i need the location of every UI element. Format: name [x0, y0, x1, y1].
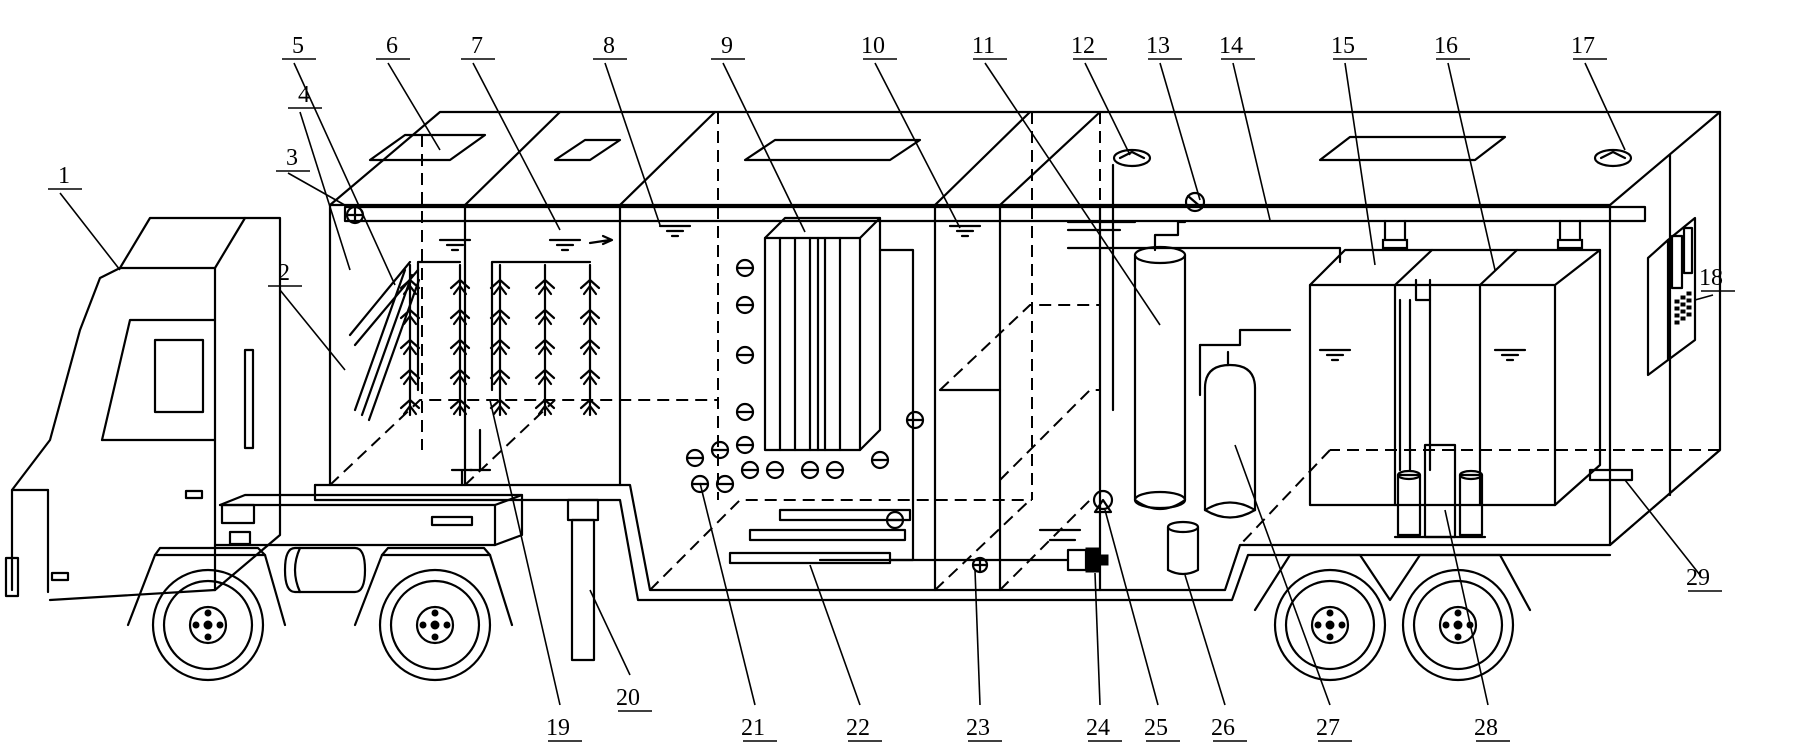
label-number: 17 — [1571, 33, 1595, 59]
pump-24 — [888, 547, 1109, 574]
label-number: 9 — [721, 33, 733, 59]
leader-line — [974, 569, 981, 706]
wheels — [126, 546, 1532, 682]
label-number: 13 — [1146, 33, 1170, 59]
leader-line — [699, 482, 756, 706]
label-number: 25 — [1144, 715, 1168, 741]
control-panel-18 — [1646, 216, 1697, 377]
label-number: 1 — [58, 163, 70, 189]
label-number: 12 — [1071, 33, 1095, 59]
support-leg-20 — [566, 498, 600, 662]
fan-17 — [1593, 148, 1633, 168]
leader-line — [1094, 572, 1101, 706]
leader-line — [1104, 509, 1159, 706]
label-number: 4 — [298, 82, 310, 108]
leader-line — [287, 172, 351, 209]
label-number: 3 — [286, 145, 298, 171]
water-levels — [438, 224, 1527, 362]
truck-cab — [4, 216, 282, 602]
leader-line — [874, 62, 961, 229]
pump-25 — [1038, 489, 1114, 542]
leader-line — [387, 62, 441, 151]
leader-line — [293, 62, 396, 286]
leader-line — [1447, 62, 1496, 271]
aeration-pipes-22 — [728, 508, 912, 565]
label-number: 11 — [972, 33, 995, 59]
leader-line — [59, 192, 121, 271]
label-number: 28 — [1474, 715, 1498, 741]
label-number: 27 — [1316, 715, 1340, 741]
bubbles — [685, 258, 925, 530]
trailer-body — [313, 110, 1722, 602]
leader-line — [489, 399, 561, 706]
front-panel-2 — [348, 260, 420, 347]
label-number: 5 — [292, 33, 304, 59]
wheel-2 — [353, 546, 514, 682]
label-number: 20 — [616, 685, 640, 711]
vessel-11 — [1066, 220, 1187, 511]
vessel-27 — [1198, 328, 1292, 519]
wheel-1 — [126, 546, 287, 682]
stirrer-21 — [450, 468, 474, 487]
label-number: 26 — [1211, 715, 1235, 741]
label-number: 6 — [386, 33, 398, 59]
drain-29 — [1588, 468, 1634, 482]
leader-lines — [48, 58, 1735, 742]
pump-set-28 — [1393, 443, 1487, 539]
leader-line — [1694, 294, 1714, 301]
leader-line — [1444, 509, 1489, 706]
label-number: 2 — [278, 260, 290, 286]
label-number: 7 — [471, 33, 483, 59]
label-number: 19 — [546, 715, 570, 741]
leader-line — [1234, 444, 1331, 706]
tanks-15-16 — [1308, 219, 1602, 507]
label-number: 16 — [1434, 33, 1458, 59]
leader-line — [809, 564, 861, 706]
label-number: 29 — [1686, 565, 1710, 591]
label-number: 18 — [1699, 265, 1723, 291]
front-chassis — [213, 493, 524, 594]
leader-line — [589, 589, 631, 676]
leader-line — [604, 62, 661, 226]
label-number: 14 — [1219, 33, 1243, 59]
leader-line — [279, 289, 346, 371]
leader-line — [1624, 479, 1701, 576]
label-number: 8 — [603, 33, 615, 59]
label-number: 10 — [861, 33, 885, 59]
membrane-module-9 — [763, 216, 915, 562]
label-number: 22 — [846, 715, 870, 741]
leader-line — [722, 62, 806, 233]
leader-line — [1184, 574, 1226, 706]
tank-26 — [1166, 520, 1200, 576]
wheel-4 — [1401, 568, 1515, 682]
valve-13 — [1066, 191, 1342, 264]
label-number: 23 — [966, 715, 990, 741]
label-number: 24 — [1086, 715, 1110, 741]
leader-line — [1159, 62, 1201, 201]
label-number: 21 — [741, 715, 765, 741]
leader-line — [1232, 62, 1271, 221]
wheel-3 — [1273, 568, 1387, 682]
aeration-trees — [399, 260, 601, 472]
leader-line — [1584, 62, 1626, 151]
leader-line — [299, 111, 351, 271]
leader-line — [1344, 62, 1376, 266]
leader-line — [472, 62, 561, 231]
leader-line — [1084, 62, 1131, 156]
label-number: 15 — [1331, 33, 1355, 59]
leader-line — [984, 62, 1161, 326]
fan-12 — [1111, 148, 1152, 412]
